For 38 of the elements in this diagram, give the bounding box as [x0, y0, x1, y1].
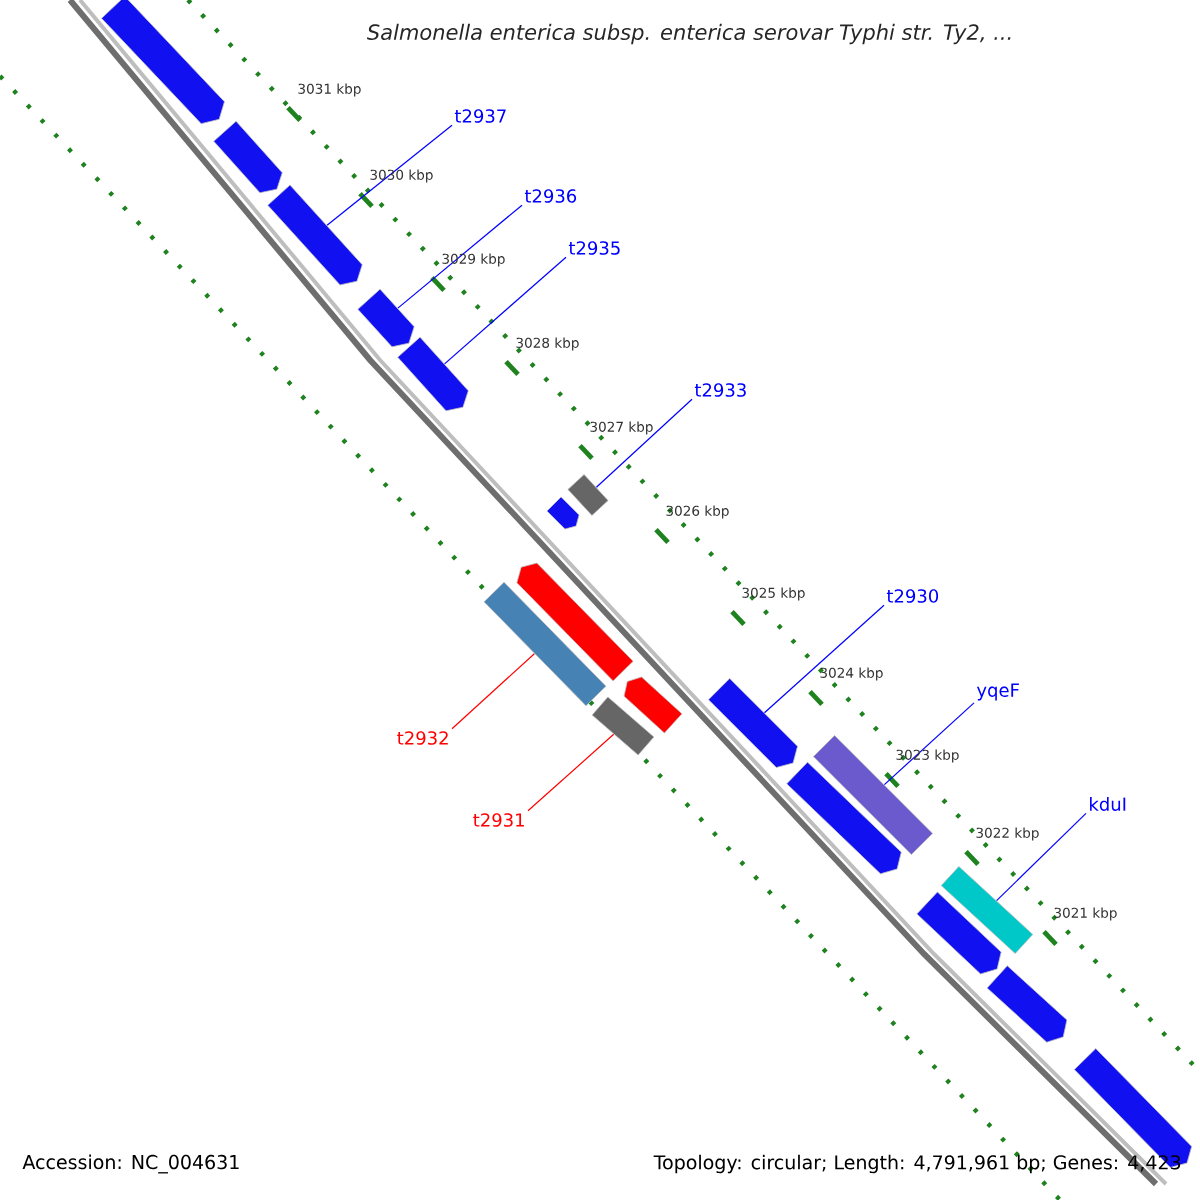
leader-line: [883, 702, 975, 786]
info-text: Accession: NC_004631: [22, 1154, 239, 1174]
gene-label: t2937: [454, 109, 506, 123]
gene-block: [916, 891, 1002, 975]
gene-block: [786, 761, 902, 875]
gene-block: [267, 184, 363, 286]
gene-label: t2931: [473, 813, 524, 827]
leader-line: [326, 124, 453, 226]
leader-line: [527, 733, 615, 812]
gene-block: [708, 678, 798, 768]
gene-block: [516, 562, 634, 682]
gene-label: t2935: [568, 241, 620, 255]
leader-line: [763, 604, 885, 714]
gene-label: t2936: [524, 189, 577, 203]
gene-block: [546, 496, 580, 530]
gene-box: [591, 696, 655, 756]
gene-block: [397, 336, 469, 412]
gene-label: t2932: [397, 731, 448, 745]
leader-line: [451, 653, 535, 730]
title: Salmonella enterica subsp. enterica serovar Typhi str. Ty2, ...: [367, 23, 1011, 45]
leader-line: [397, 204, 523, 309]
gene-label: kduI: [1090, 797, 1126, 811]
gene-label: t2933: [694, 383, 746, 397]
gene-block: [986, 965, 1068, 1043]
gene-block: [357, 288, 415, 348]
gene-label: yqeF: [976, 683, 1019, 701]
gene-box: [940, 866, 1034, 954]
gene-block: [101, 0, 225, 125]
gene-block: [213, 120, 283, 194]
gene-block: [623, 676, 683, 734]
gene-box: [567, 474, 609, 516]
leader-line: [595, 398, 693, 488]
gene-box: [483, 581, 607, 707]
leader-line: [996, 812, 1087, 902]
info-text: Topology: circular; Length: 4,791,961 bp; Genes: 4,423: [653, 1154, 1181, 1174]
gene-label: t2930: [886, 589, 939, 603]
gene-box: [813, 735, 933, 855]
leader-line: [443, 256, 567, 365]
